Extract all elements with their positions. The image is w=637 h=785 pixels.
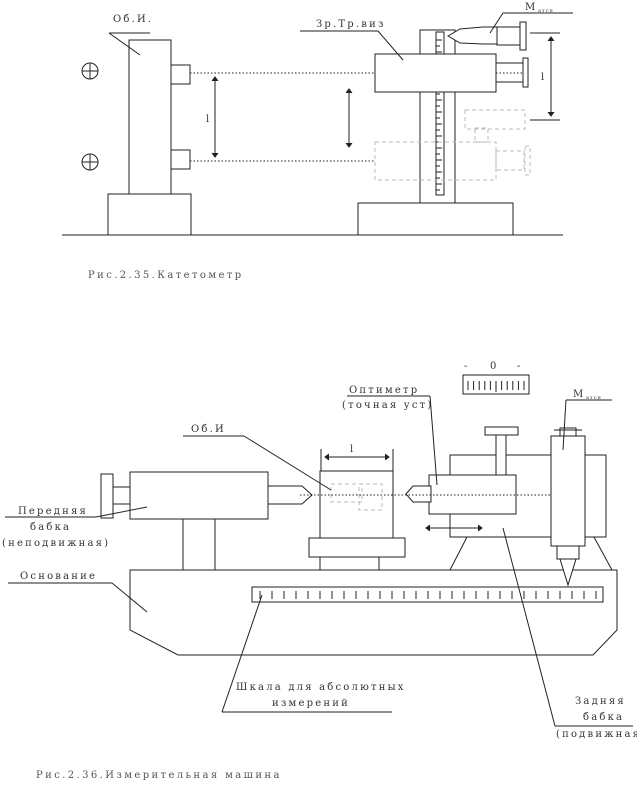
- telescope-ghost-knob: [524, 145, 531, 176]
- leader-rear-headstock: [502, 527, 556, 727]
- absolute-scale-ticks: [259, 591, 597, 599]
- label-abs-scale-1: Шкала для абсолютных: [236, 682, 406, 693]
- label-front-headstock-3: (неподвижная): [2, 538, 110, 549]
- optimeter-scale-ticks: [467, 381, 525, 392]
- crosshair-bottom-icon: [81, 153, 99, 171]
- label-abs-scale-2: измерений: [272, 698, 350, 709]
- figure-cathetometer: Об.И. l Зр.Тр.виз М атсп l Ри: [62, 2, 573, 281]
- rear-headstock-foot: [449, 536, 613, 571]
- headstock-knob-stem: [112, 486, 131, 505]
- headstock-support: [182, 518, 216, 571]
- object-ghost-right: [358, 483, 383, 511]
- machine-base: [129, 569, 618, 656]
- viewing-telescope: [374, 53, 497, 93]
- label-rear-headstock-2: бабка: [583, 712, 624, 723]
- object-table-stand: [319, 556, 380, 571]
- leader-base: [111, 582, 148, 613]
- leader-abs-scale: [221, 594, 263, 713]
- leader-obi: [108, 32, 141, 56]
- leader-optimeter: [429, 395, 438, 486]
- label-m-2: М: [573, 389, 585, 400]
- object-mark-bottom: [170, 149, 191, 170]
- label-distance-l: l: [206, 114, 211, 125]
- leader-obi-2: [243, 435, 332, 491]
- label-ob-i-2: Об.И: [191, 424, 226, 435]
- caption-fig-2-36: Рис.2.36.Измерительная машина: [36, 770, 282, 781]
- microscope-lens: [556, 545, 580, 560]
- label-m-sub: атсп: [538, 8, 554, 14]
- leader-zr: [377, 30, 404, 61]
- object-mark-top: [170, 64, 191, 85]
- cathetometer-base: [357, 202, 514, 236]
- optimeter-tip: [405, 485, 432, 503]
- adjust-screw: [484, 426, 519, 436]
- front-headstock: [129, 471, 269, 520]
- object-ghost-left: [330, 483, 363, 503]
- microscope-ghost: [464, 109, 526, 130]
- label-rear-headstock-1: Задняя: [575, 696, 626, 707]
- caption-fig-2-35: Рис.2.35.Катетометр: [88, 270, 244, 281]
- label-viewing-telescope: Зр.Тр.виз: [316, 19, 386, 30]
- microscope-point: [559, 558, 577, 587]
- telescope-knob: [522, 57, 529, 88]
- object-base: [107, 193, 192, 236]
- headstock-knob: [100, 473, 114, 519]
- label-optimeter: Оптиметр: [349, 385, 419, 396]
- label-optimeter-sub: (точная уст): [342, 400, 434, 411]
- scale-zero: 0: [490, 361, 499, 372]
- label-m: М: [525, 2, 537, 13]
- headstock-spindle: [267, 485, 313, 505]
- label-front-headstock-1: Передняя: [18, 506, 88, 517]
- label-base: Основание: [20, 571, 97, 582]
- label-object-length: l: [350, 444, 355, 455]
- label-ob-i: Об.И.: [113, 14, 153, 25]
- figure-measuring-machine: - 0 - l Об.И: [2, 361, 637, 781]
- crosshair-top-icon: [81, 62, 99, 80]
- microscope-ghost-stem: [474, 127, 489, 143]
- label-m-2-sub: атсп: [586, 395, 602, 401]
- microscope-knob: [519, 21, 527, 51]
- leader-headstock: [95, 506, 148, 518]
- label-rear-headstock-3: (подвижная): [556, 729, 637, 740]
- screw-stem: [495, 434, 507, 476]
- leader-m-2: [562, 399, 567, 451]
- measured-object: [319, 470, 394, 539]
- microscope-column: [550, 435, 586, 547]
- label-front-headstock-2: бабка: [30, 522, 71, 533]
- microscope-cap: [559, 427, 577, 437]
- microscope-body: [496, 26, 521, 46]
- object-column: [128, 39, 172, 195]
- object-table: [308, 537, 406, 558]
- scale-minus: -: [464, 361, 470, 372]
- scale-plus: -: [517, 361, 523, 372]
- label-distance-l2: l: [541, 72, 546, 83]
- telescope-ghost-eyepiece: [495, 150, 525, 171]
- column-scale: [435, 31, 445, 196]
- leader-m: [489, 12, 504, 34]
